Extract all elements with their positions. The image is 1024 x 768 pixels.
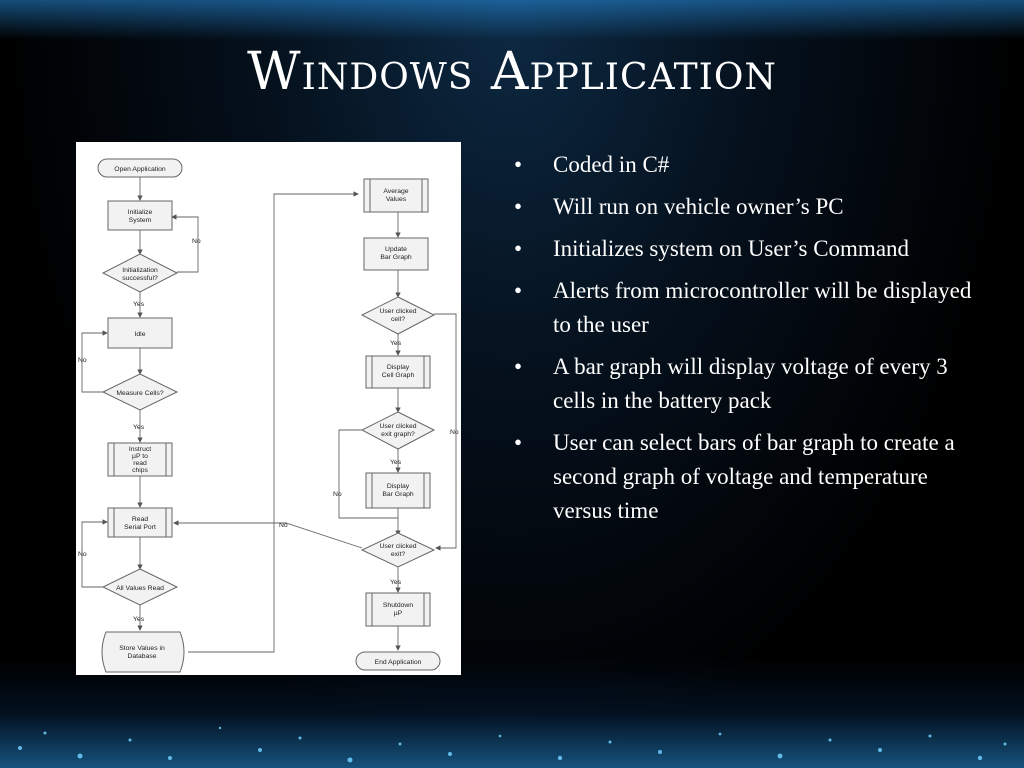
- node-update-bar-graph: Update Bar Graph: [363, 237, 429, 271]
- bullet-item: Alerts from microcontroller will be disp…: [510, 274, 980, 342]
- svg-text:Serial Port: Serial Port: [124, 524, 156, 531]
- bullet-item: Coded in C#: [510, 148, 980, 182]
- svg-text:User clicked: User clicked: [379, 308, 416, 315]
- svg-text:exit graph?: exit graph?: [381, 431, 415, 438]
- node-average-values: Average Values: [363, 178, 429, 213]
- node-all-values-read: All Values Read: [101, 568, 179, 606]
- svg-text:Measure Cells?: Measure Cells?: [116, 390, 163, 397]
- svg-text:All Values Read: All Values Read: [116, 585, 164, 592]
- svg-text:Bar Graph: Bar Graph: [382, 491, 414, 498]
- edge-label-yes: Yes: [390, 459, 402, 466]
- node-store-values-database: Store Values in Database: [101, 631, 185, 673]
- node-instruct-up: Instruct µP to read chips: [107, 442, 173, 477]
- node-initialization-successful: Initialization successful?: [101, 253, 179, 293]
- node-display-bar-graph: Display Bar Graph: [365, 472, 431, 509]
- edge-label-no: No: [78, 551, 87, 558]
- svg-text:µP to: µP to: [132, 453, 148, 460]
- svg-text:User clicked: User clicked: [379, 423, 416, 430]
- flowchart-panel: Open Application Initialize System Initi…: [76, 142, 461, 675]
- bullet-item: User can select bars of bar graph to cre…: [510, 426, 980, 528]
- slide-title: Windows Application: [247, 42, 777, 102]
- svg-text:Values: Values: [386, 196, 407, 203]
- svg-text:Open Application: Open Application: [114, 166, 166, 173]
- node-user-clicked-exit-graph: User clicked exit graph?: [360, 411, 436, 450]
- node-end-application: End Application: [355, 651, 441, 671]
- node-display-cell-graph: Display Cell Graph: [365, 355, 431, 389]
- flowchart-diagram: Open Application Initialize System Initi…: [78, 158, 459, 673]
- flowchart-connectors: [81, 177, 457, 653]
- svg-text:cell?: cell?: [391, 316, 405, 323]
- svg-text:System: System: [129, 217, 152, 224]
- svg-text:Initialization: Initialization: [122, 267, 158, 274]
- svg-text:Store Values in: Store Values in: [119, 645, 165, 652]
- node-read-serial-port: Read Serial Port: [107, 507, 173, 538]
- svg-text:read: read: [133, 460, 147, 467]
- svg-text:Cell Graph: Cell Graph: [382, 372, 415, 379]
- svg-text:Average: Average: [383, 188, 408, 195]
- edge-label-yes: Yes: [133, 301, 145, 308]
- edge-label-yes: Yes: [133, 616, 145, 623]
- svg-text:successful?: successful?: [122, 275, 158, 282]
- node-measure-cells: Measure Cells?: [101, 373, 179, 411]
- svg-text:Database: Database: [127, 653, 156, 660]
- edge-label-no: No: [78, 357, 87, 364]
- bullet-list: Coded in C# Will run on vehicle owner’s …: [510, 148, 980, 536]
- svg-text:Shutdown: Shutdown: [383, 602, 413, 609]
- background-glow-bottom: [0, 658, 1024, 768]
- svg-text:Display: Display: [387, 483, 410, 490]
- svg-text:User clicked: User clicked: [379, 543, 416, 550]
- background-particles: [18, 726, 1007, 763]
- svg-text:µP: µP: [394, 610, 403, 617]
- svg-text:Display: Display: [387, 364, 410, 371]
- edge-label-no: No: [450, 429, 459, 436]
- bullet-item: Will run on vehicle owner’s PC: [510, 190, 980, 224]
- edge-label-no: No: [192, 238, 201, 245]
- node-idle: Idle: [107, 317, 173, 349]
- svg-text:chips: chips: [132, 467, 148, 474]
- edge-labels: No Yes No Yes No Yes Yes Yes No No No Ye…: [78, 238, 459, 623]
- node-shutdown-up: Shutdown µP: [365, 592, 431, 627]
- edge-label-yes: Yes: [390, 340, 402, 347]
- edge-label-yes: Yes: [390, 579, 402, 586]
- svg-text:Instruct: Instruct: [129, 446, 151, 453]
- background-glow-top: [0, 0, 1024, 40]
- svg-text:Bar Graph: Bar Graph: [380, 254, 412, 261]
- bullet-item: Initializes system on User’s Command: [510, 232, 980, 266]
- svg-text:Update: Update: [385, 246, 407, 253]
- edge-label-no: No: [333, 491, 342, 498]
- bullet-item: A bar graph will display voltage of ever…: [510, 350, 980, 418]
- svg-text:Initialize: Initialize: [128, 209, 153, 216]
- node-user-clicked-exit: User clicked exit?: [360, 532, 436, 568]
- node-open-application: Open Application: [97, 158, 183, 178]
- svg-text:Idle: Idle: [135, 331, 146, 338]
- edge-label-yes: Yes: [133, 424, 145, 431]
- edge-label-no: No: [279, 522, 288, 529]
- svg-text:End Application: End Application: [375, 659, 422, 666]
- node-initialize-system: Initialize System: [107, 200, 173, 231]
- node-user-clicked-cell: User clicked cell?: [360, 296, 436, 335]
- svg-text:exit?: exit?: [391, 551, 406, 558]
- svg-text:Read: Read: [132, 516, 148, 523]
